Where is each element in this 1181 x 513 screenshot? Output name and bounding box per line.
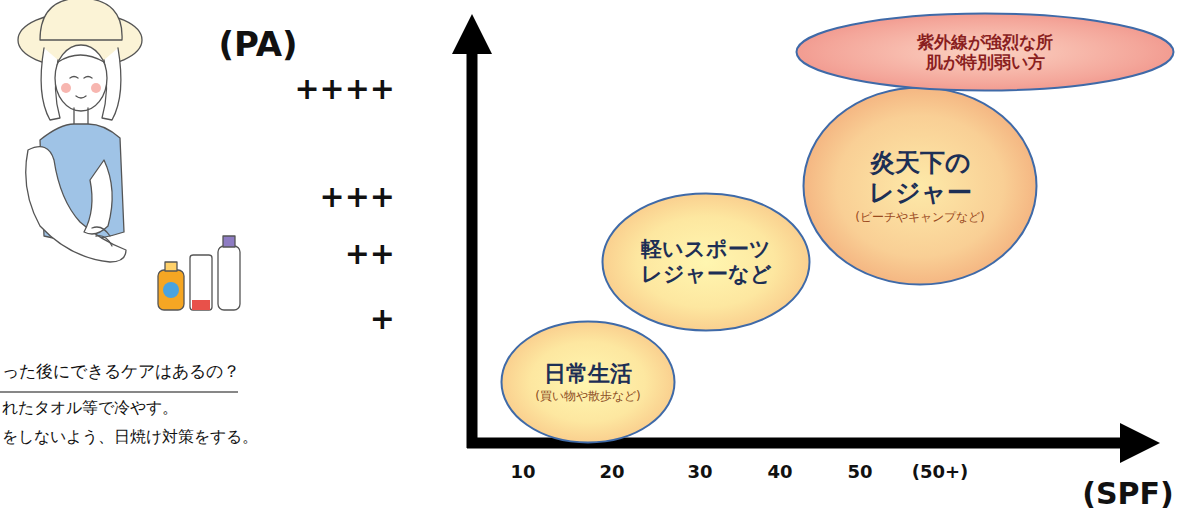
pa-tick: ++ (345, 237, 395, 270)
pa-tick: +++ (320, 180, 395, 213)
usage-title: 紫外線が強烈な所 肌が特別弱い方 (917, 32, 1053, 73)
text-underline (0, 391, 238, 392)
pa-tick: + (370, 302, 395, 335)
usage-ellipse: 日常生活 (買い物や散歩など) (500, 320, 676, 444)
note-text: をしないよう、日焼け対策をする。 (2, 428, 258, 446)
spf-tick: 10 (510, 462, 535, 482)
woman-illustration (18, 0, 240, 310)
usage-note: (ビーチやキャンプなど) (855, 210, 984, 224)
note-heading: った後にできるケアはあるの？ (2, 362, 240, 381)
usage-title: 軽いスポーツ レジャーなど (641, 237, 772, 287)
axis-arrowhead (452, 14, 492, 54)
usage-title: 炎天下の レジャー (869, 148, 972, 208)
pa-tick: ++++ (294, 72, 395, 105)
spf-tick: 40 (767, 462, 792, 482)
usage-ellipse: 紫外線が強烈な所 肌が特別弱い方 (795, 12, 1175, 92)
usage-title: 日常生活 (544, 361, 632, 387)
axis-title: (SPF) (1082, 477, 1174, 510)
spf-tick: 20 (599, 462, 624, 482)
spf-tick: 50 (847, 462, 872, 482)
spf-tick: (50+) (912, 462, 969, 482)
axis-title: (PA) (218, 26, 297, 63)
usage-circle: 軽いスポーツ レジャーなど (601, 192, 811, 332)
spf-tick: 30 (687, 462, 712, 482)
usage-circle: 炎天下の レジャー (ビーチやキャンプなど) (802, 86, 1038, 286)
pa-axis (467, 48, 478, 448)
usage-note: (買い物や散歩など) (535, 389, 640, 403)
axis-arrowhead (1120, 423, 1160, 463)
note-text: れたタオル等で冷やす。 (2, 399, 178, 417)
